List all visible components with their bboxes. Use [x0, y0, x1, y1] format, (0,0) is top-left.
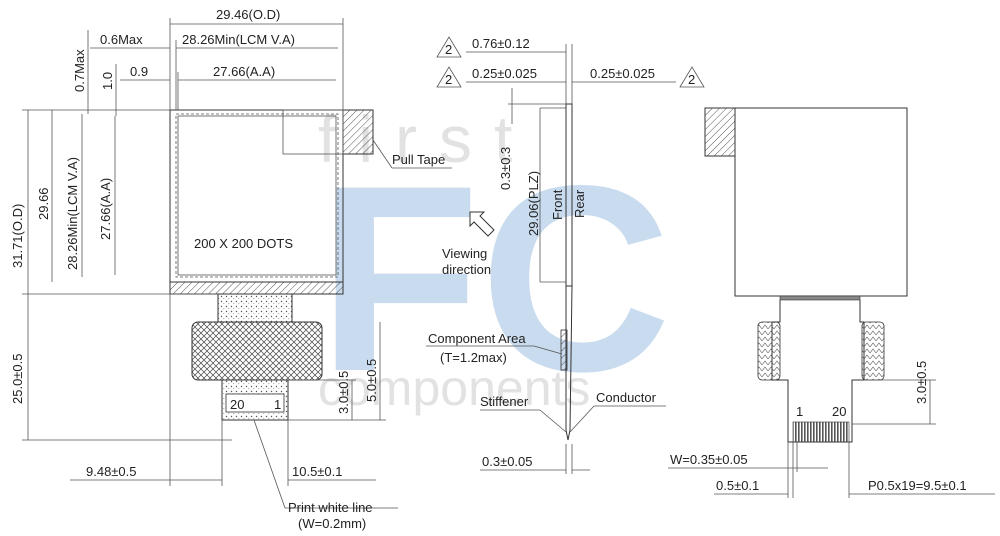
rear-contact-pins: [792, 421, 850, 443]
margin-06-label: 0.6Max: [100, 32, 143, 47]
dim-025-right-label: 0.25±0.025: [590, 66, 655, 81]
pull-tape-label: Pull Tape: [392, 152, 445, 167]
lcm-va-outline: [175, 113, 339, 278]
fpc-component-block: [191, 321, 323, 381]
note-triangle-1: [436, 36, 462, 58]
connector-pad-zone: [225, 393, 285, 413]
od-width-label: 29.46(O.D): [216, 7, 280, 22]
pitch-label: P0.5x19=9.5±0.1: [868, 478, 967, 493]
aa-height-label: 27.66(A.A): [98, 178, 113, 240]
dim-bottom-label: 0.3±0.05: [482, 454, 533, 469]
viewing-label-2: direction: [442, 262, 491, 277]
component-area-label: Component Area: [428, 331, 526, 346]
svg-text:2: 2: [688, 72, 695, 87]
watermark-logo-text: FC: [318, 131, 671, 427]
pin-width-label: W=0.35±0.05: [670, 452, 748, 467]
pull-tape-tab: [342, 109, 374, 155]
note-triangle-2: [436, 66, 462, 88]
pull-tape-leader: [372, 139, 393, 169]
component-t-label: (T=1.2max): [440, 350, 507, 365]
offset-left-label: 9.48±0.5: [86, 464, 137, 479]
seal-bar: [169, 281, 344, 295]
watermark-bottom-text: components: [318, 360, 590, 416]
stiffener-label: Stiffener: [480, 394, 529, 409]
side-view: 2 0.76±0.12 2 0.25±0.025 2 0.25±0.025 0.…: [426, 36, 705, 474]
plz-label: 29.06(PLZ): [526, 171, 541, 236]
print-line-label: Print white line: [288, 500, 373, 515]
dim-025-left-label: 0.25±0.025: [472, 66, 537, 81]
svg-text:2: 2: [445, 42, 452, 57]
viewing-label-1: Viewing: [442, 246, 487, 261]
pin-20-label: 20: [230, 397, 244, 412]
margin-10-label: 1.0: [100, 72, 115, 90]
rear-pin-20-label: 20: [832, 404, 846, 419]
rear-stiffener-left: [757, 321, 781, 381]
rear-label: Rear: [572, 189, 587, 218]
rear-pin-1-label: 1: [796, 404, 803, 419]
margin-07-label: 0.7Max: [72, 49, 87, 92]
pin-1-label: 1: [274, 397, 281, 412]
print-line-leader: [253, 419, 286, 509]
svg-text:2: 2: [445, 72, 452, 87]
dim-03-label: 0.3±0.3: [498, 147, 513, 190]
height-2966-label: 29.66: [36, 187, 51, 220]
dim-50-label: 5.0±0.5: [364, 359, 379, 402]
fpc-length-label: 25.0±0.5: [10, 353, 25, 404]
margin-09-label: 0.9: [130, 64, 148, 79]
rear-panel-outline: [734, 107, 908, 297]
conductor-label: Conductor: [596, 390, 657, 405]
rear-stiffener-right: [861, 321, 885, 381]
panel-profile: [565, 103, 573, 287]
rear-dim-30-label: 3.0±0.5: [914, 361, 929, 404]
rear-bond-strip: [779, 295, 861, 301]
note-triangle-3: [679, 66, 705, 88]
lcm-va-width-label: 28.26Min(LCM V.A): [182, 32, 295, 47]
resolution-label: 200 X 200 DOTS: [194, 236, 293, 251]
component-area: [560, 329, 568, 371]
pull-tape-outline: [282, 109, 344, 155]
viewing-arrow: [469, 211, 495, 237]
front-view: Pull Tape 200 X 200 DOTS 20 1 Print whit…: [10, 7, 452, 531]
print-line-width: (W=0.2mm): [298, 516, 366, 531]
dim-30-label: 3.0±0.5: [336, 371, 351, 414]
rear-offset-label: 0.5±0.1: [716, 478, 759, 493]
od-height-label: 31.71(O.D): [10, 204, 25, 268]
offset-right-label: 10.5±0.1: [292, 464, 343, 479]
rear-pull-tape: [704, 107, 736, 157]
front-label: Front: [550, 189, 565, 220]
active-area-outline: [177, 115, 337, 276]
aa-width-label: 27.66(A.A): [213, 64, 275, 79]
lcm-va-height-label: 28.26Min(LCM V.A): [65, 157, 80, 270]
fpc-profile: [565, 285, 573, 441]
fpc-neck: [217, 293, 293, 323]
watermark: first FC components: [318, 102, 671, 427]
dim-076-label: 0.76±0.12: [472, 36, 530, 51]
rear-view: 1 20 3.0±0.5 W=0.35±0.05 0.5±0.1 P0.5x19…: [668, 107, 995, 498]
rear-fpc-outline: [771, 300, 865, 443]
